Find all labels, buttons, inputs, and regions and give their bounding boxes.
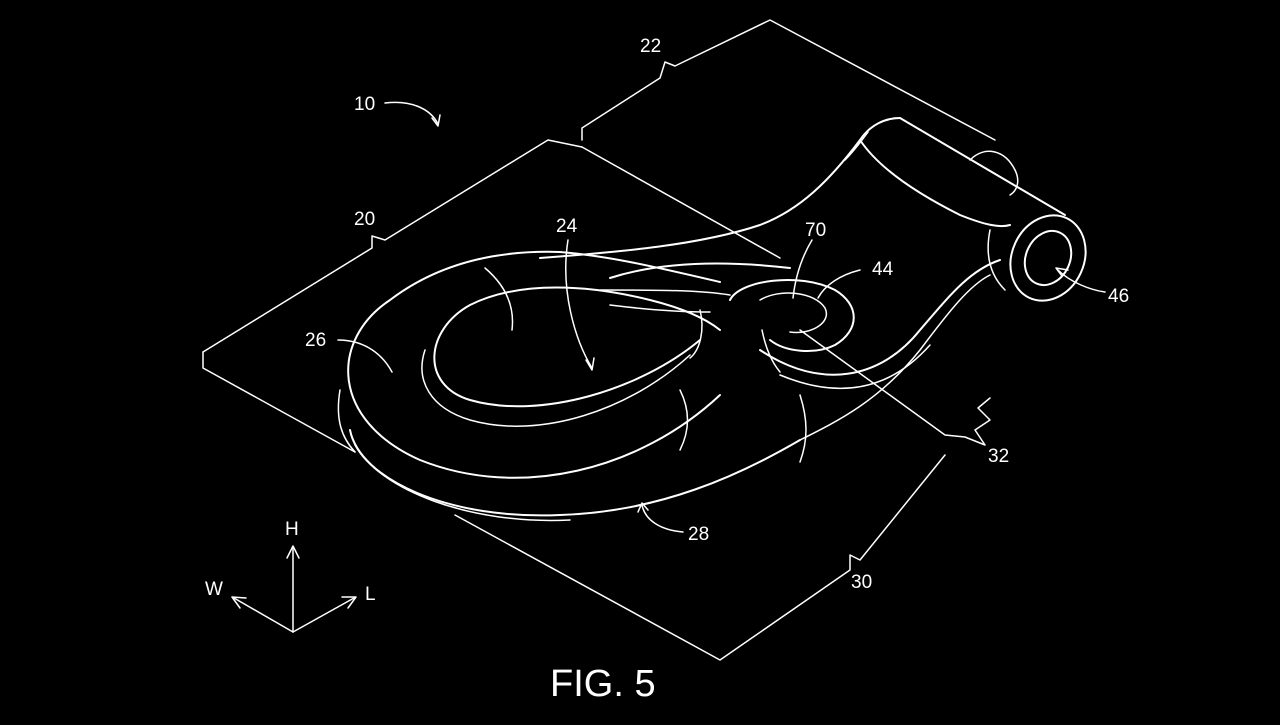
hook-loop-inner-lower [421,349,691,427]
label-20: 20 [354,209,375,230]
leader-44 [817,269,861,299]
boss-44-outer [729,279,855,352]
axis-l-line [292,597,355,633]
arm-lower-edge [759,259,1001,376]
crossbar-top [899,117,1066,216]
pin-end-left [969,150,1019,196]
leader-46 [1057,269,1106,293]
axis-h-arrowhead [286,545,300,559]
pivot-eye-outer [1009,214,1087,302]
hook-loop-base-edge [354,444,571,522]
arm-crossbar-edge [859,139,1011,228]
section-line-d [799,394,807,463]
boss-step [761,329,781,373]
hook-loop-outer-bottom [349,429,801,517]
hook-loop-inner [433,286,721,408]
section-line-b [679,389,689,451]
leader-10 [384,101,439,125]
axis-l-arrowhead [341,596,357,609]
dimension-30 [454,454,946,661]
arm-top-edge [539,117,901,259]
arm-lower-edge-2 [779,344,931,390]
leader-70 [792,239,813,299]
section-line-c [689,309,703,359]
arrowhead-28 [637,502,649,513]
leader-28 [641,504,684,533]
reference-labels: 10 20 22 24 26 28 30 32 44 46 70 [305,36,1129,593]
neck-mid-1 [599,289,731,296]
neck-mid-2 [609,304,711,313]
arrowhead-24 [585,357,595,371]
label-44: 44 [872,259,894,280]
label-30: 30 [851,572,872,593]
label-70: 70 [805,220,826,241]
dimension-lines [202,19,996,661]
label-22: 22 [640,36,661,57]
arrowhead-10 [431,114,441,127]
pivot-web [987,229,1006,291]
dimension-20-left [202,351,356,453]
axis-w-arrowhead [231,596,247,609]
dimension-32 [799,329,991,446]
axis-label-h: H [285,519,299,540]
dimension-22-inner [581,146,781,259]
arm-outer-edge [799,274,991,441]
arm-fillet [844,131,869,161]
hook-loop-side [337,389,356,453]
axis-label-w: W [205,579,223,600]
axis-w-line [233,597,294,633]
boss-44-inner [759,292,828,334]
dimension-22 [581,19,996,141]
leader-24 [565,239,593,369]
pivot-eye-bore [1023,229,1073,287]
axis-label-l: L [365,584,376,605]
leader-26 [337,339,393,373]
label-24: 24 [556,216,578,237]
neck-upper [609,262,791,279]
label-26: 26 [305,330,326,351]
figure-caption: FIG. 5 [550,663,656,705]
dimension-20 [202,139,583,353]
label-32: 32 [988,446,1009,467]
arrowhead-46 [1055,267,1069,277]
label-46: 46 [1108,286,1129,307]
leader-lines [337,101,1106,533]
tow-hook [337,117,1087,522]
orientation-axes: H W L [205,519,376,633]
section-line-a [484,267,514,331]
label-10: 10 [354,94,375,115]
label-28: 28 [688,524,709,545]
